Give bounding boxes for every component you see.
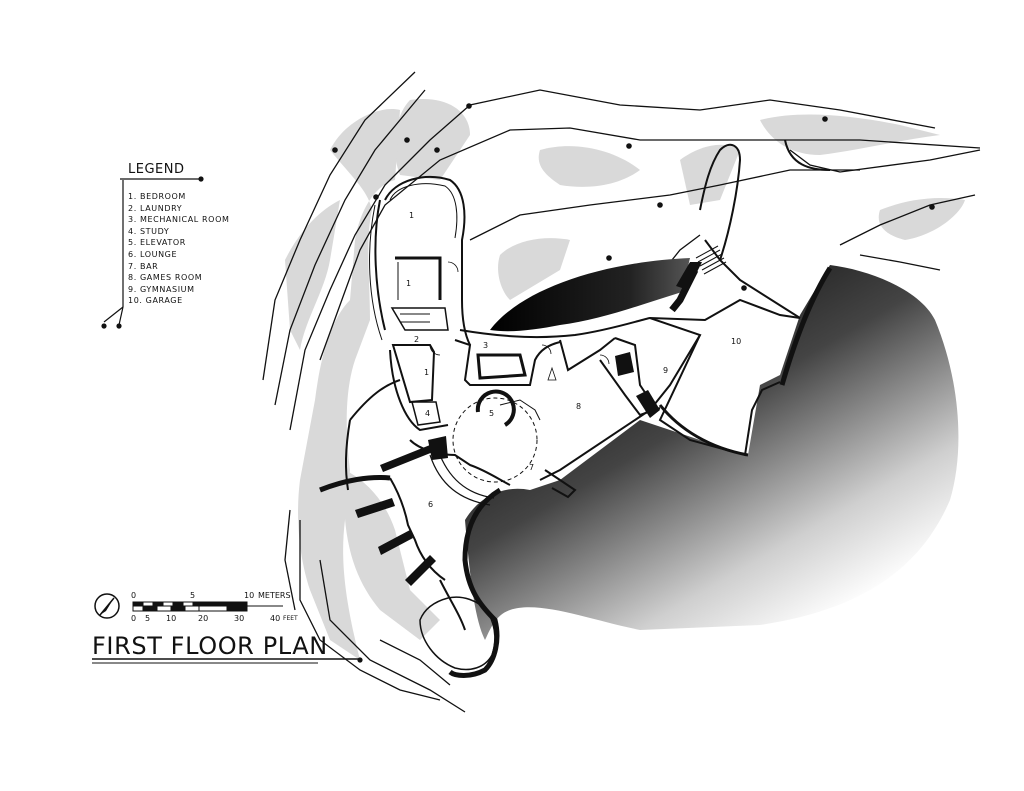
room-label-bar: 7 — [529, 463, 534, 472]
room-label-bedroom-middle: 1 — [406, 279, 411, 288]
room-labels: 1 1 1 2 3 4 5 6 7 8 9 10 — [406, 211, 741, 509]
title-underline — [92, 657, 363, 664]
room-label-study: 4 — [425, 409, 430, 418]
scale-feet-unit: FEET — [283, 615, 298, 622]
hillside-slope-shading — [465, 265, 959, 640]
garage-stair — [695, 245, 727, 275]
scale-feet-tick: 30 — [234, 614, 245, 623]
survey-points — [332, 103, 935, 291]
room-label-bedroom-top: 1 — [409, 211, 414, 220]
scale-feet-tick: 0 — [131, 614, 137, 623]
legend-item: 7. BAR — [128, 261, 159, 271]
bedroom-wing-walls — [369, 175, 471, 432]
scale-feet-tick: 40 — [270, 614, 281, 623]
legend-item: 1. BEDROOM — [128, 192, 186, 201]
solid-wall-slabs — [355, 262, 702, 586]
scale-meters-tick: 10 — [244, 591, 255, 600]
pool-void — [490, 258, 690, 332]
legend-item: 9. GYMNASIUM — [128, 284, 195, 294]
room-label-bedroom-lower: 1 — [424, 368, 429, 377]
legend-leader — [103, 178, 200, 326]
scale-bar — [132, 601, 283, 612]
legend-item: 4. STUDY — [128, 226, 170, 236]
scale-meters-unit: METERS — [258, 591, 291, 600]
central-stair — [429, 389, 541, 506]
legend-title: LEGEND — [128, 162, 185, 177]
room-label-gymnasium: 9 — [663, 366, 668, 375]
legend-item: 10. GARAGE — [128, 296, 183, 306]
room-label-lounge: 6 — [428, 500, 433, 509]
scale-feet-tick: 10 — [166, 614, 177, 623]
legend-item: 3. MECHANICAL ROOM — [128, 215, 230, 225]
legend-list: 1. BEDROOM 2. LAUNDRY 3. MECHANICAL ROOM… — [128, 191, 229, 307]
door-swings — [429, 261, 610, 381]
scale-feet-tick: 20 — [198, 614, 209, 623]
scale-meters-tick: 5 — [190, 591, 196, 600]
scale-feet-tick: 5 — [145, 614, 151, 623]
room-label-laundry: 2 — [414, 335, 419, 344]
north-arrow-icon — [94, 593, 120, 619]
legend-item: 6. LOUNGE — [128, 249, 178, 259]
room-label-mechanical-room: 3 — [483, 341, 488, 350]
room-label-elevator: 5 — [489, 409, 494, 418]
legend-leader-dots — [101, 176, 204, 329]
legend-item: 5. ELEVATOR — [128, 238, 186, 248]
legend-item: 2. LAUNDRY — [128, 203, 183, 213]
room-label-garage: 10 — [731, 337, 741, 346]
legend-item: 8. GAMES ROOM — [128, 273, 203, 283]
contour-lines — [262, 71, 981, 713]
room-label-games-room: 8 — [576, 402, 581, 411]
scale-meters-tick: 0 — [131, 591, 137, 600]
plan-title: FIRST FLOOR PLAN — [92, 632, 328, 660]
